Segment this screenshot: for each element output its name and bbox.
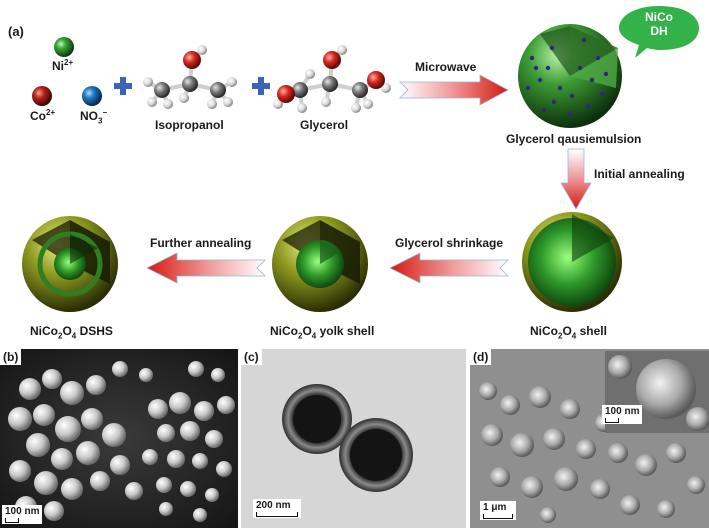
panel-c-scale-text: 200 nm (256, 500, 291, 511)
nitrate-ion-label: NO3− (80, 108, 107, 125)
dshs-label: NiCo2O4 DSHS (30, 324, 113, 340)
yolk-label-e: yolk shell (316, 324, 375, 338)
panel-d-sem-image: (d) 100 nm 1 μm (470, 349, 709, 528)
microwave-arrow (399, 74, 509, 106)
nico-dh-bubble (619, 6, 699, 58)
panel-d-inset-scale-text: 100 nm (605, 406, 640, 417)
panel-d-label: (d) (470, 349, 492, 365)
panel-b-scale-bar: 100 nm (2, 505, 43, 524)
dshs-label-a: NiCo (30, 324, 58, 338)
ni-ion-label: Ni2+ (52, 58, 73, 73)
scale-bar-line (483, 514, 513, 519)
shell-label-b: 2 (558, 331, 563, 341)
panel-a-label: (a) (8, 24, 24, 39)
sem-spheres (0, 349, 238, 528)
dshs-sphere (22, 216, 118, 312)
panel-c-scale-bar: 200 nm (253, 499, 301, 518)
scale-bar-line (5, 518, 19, 523)
dshs-label-d: 4 (71, 331, 77, 341)
bubble-line-1: NiCo (645, 10, 673, 24)
panel-b-label: (b) (0, 349, 22, 365)
nitrate-sub: 3 (98, 116, 103, 126)
nico2o4-shell-sphere (522, 212, 622, 312)
dshs-label-c: O (62, 324, 72, 338)
ni-ion-ball (54, 37, 74, 57)
glycerol-molecule (273, 45, 391, 113)
initial-annealing-arrow (560, 148, 592, 210)
co-ion-label: Co2+ (30, 108, 55, 123)
ni-charge: 2+ (64, 58, 74, 67)
yolk-label-d: 4 (311, 331, 317, 341)
tem-particles (241, 349, 466, 528)
nitrate-ion-ball (82, 86, 102, 106)
panel-c-label: (c) (241, 349, 262, 365)
nitrate-text: NO (80, 109, 98, 123)
panel-b-scale-text: 100 nm (5, 506, 40, 517)
dshs-label-e: DSHS (76, 324, 113, 338)
isopropanol-molecule (143, 45, 237, 109)
shell-label: NiCo2O4 shell (530, 324, 607, 340)
further-annealing-arrow (146, 252, 266, 284)
yolk-shell-sphere (272, 216, 368, 312)
panel-b-sem-image: (b) 100 nm (0, 349, 238, 528)
shell-label-e: shell (576, 324, 607, 338)
dshs-label-b: 2 (58, 331, 63, 341)
co-ion-ball (32, 86, 52, 106)
microwave-label: Microwave (415, 60, 477, 74)
glycerol-emulsion-sphere (518, 24, 622, 128)
initial-annealing-label: Initial annealing (594, 167, 685, 181)
panel-d-scale-bar: 1 μm (480, 501, 516, 520)
panel-d-inset-scale-bar: 100 nm (602, 405, 643, 424)
glycerol-shrinkage-arrow (389, 252, 509, 284)
co-charge: 2+ (46, 108, 56, 117)
scale-bar-line (605, 418, 619, 423)
co-text: Co (30, 109, 46, 123)
shell-label-c: O (562, 324, 572, 338)
sem-flower-spheres (470, 349, 709, 528)
yolk-label-a: NiCo (270, 324, 298, 338)
shell-label-d: 4 (571, 331, 577, 341)
plus-icon (252, 77, 270, 95)
yolk-label-c: O (302, 324, 312, 338)
panel-d-scale-text: 1 μm (483, 502, 507, 513)
nitrate-charge: − (102, 108, 108, 117)
yolk-shell-label: NiCo2O4 yolk shell (270, 324, 374, 340)
bubble-line-2: DH (650, 24, 668, 38)
nico-dh-text: NiCo DH (630, 10, 688, 38)
further-annealing-label: Further annealing (150, 236, 252, 250)
isopropanol-label: Isopropanol (155, 118, 224, 132)
glycerol-label: Glycerol (300, 118, 349, 132)
glycerol-shrinkage-label: Glycerol shrinkage (395, 236, 504, 250)
emulsion-label: Glycerol qausiemulsion (506, 132, 642, 146)
yolk-label-b: 2 (298, 331, 303, 341)
plus-icon (114, 77, 132, 95)
ni-text: Ni (52, 59, 64, 73)
scale-bar-line (256, 512, 298, 517)
shell-label-a: NiCo (530, 324, 558, 338)
panel-c-tem-image: (c) 200 nm (241, 349, 466, 528)
